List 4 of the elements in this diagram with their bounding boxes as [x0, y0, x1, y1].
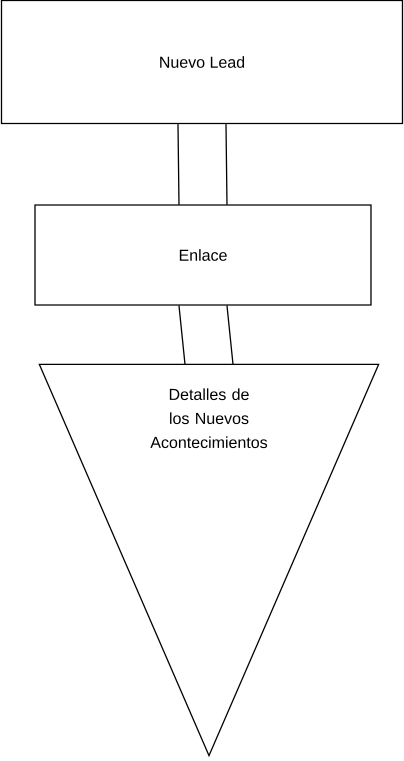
double-line-connector	[177, 124, 228, 206]
process-box: Enlace	[34, 204, 372, 306]
double-line-connector	[178, 305, 234, 365]
process-box: Nuevo Lead	[0, 0, 404, 124]
